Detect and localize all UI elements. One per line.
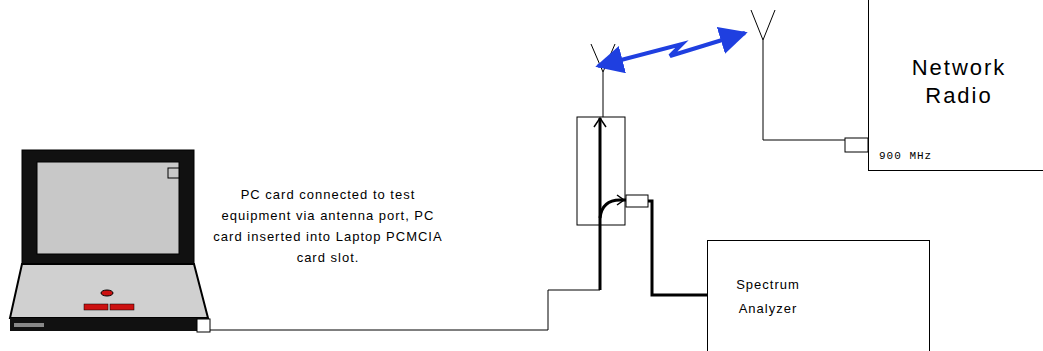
- connector: [845, 138, 868, 152]
- coupler-path: [600, 200, 626, 218]
- arrowhead: [617, 195, 624, 205]
- coupler: [577, 117, 625, 225]
- analyzer-box: Spectrum Analyzer: [707, 240, 930, 351]
- arrowhead: [594, 118, 606, 127]
- wireless-link: [598, 33, 745, 66]
- cable: [648, 201, 707, 295]
- cable: [599, 118, 602, 290]
- antenna: [751, 10, 845, 140]
- radio-name: Network Radio: [899, 54, 1019, 110]
- note-text: PC card connected to test equipment via …: [212, 184, 444, 268]
- analyzer-name: Spectrum Analyzer: [714, 273, 822, 321]
- connector: [626, 195, 648, 207]
- radio-box: Network Radio 900 MHz: [868, 0, 1043, 171]
- laptop: [10, 150, 210, 332]
- frequency-label: 900 MHz: [879, 149, 969, 163]
- cable: [210, 290, 600, 330]
- antenna: [591, 44, 615, 117]
